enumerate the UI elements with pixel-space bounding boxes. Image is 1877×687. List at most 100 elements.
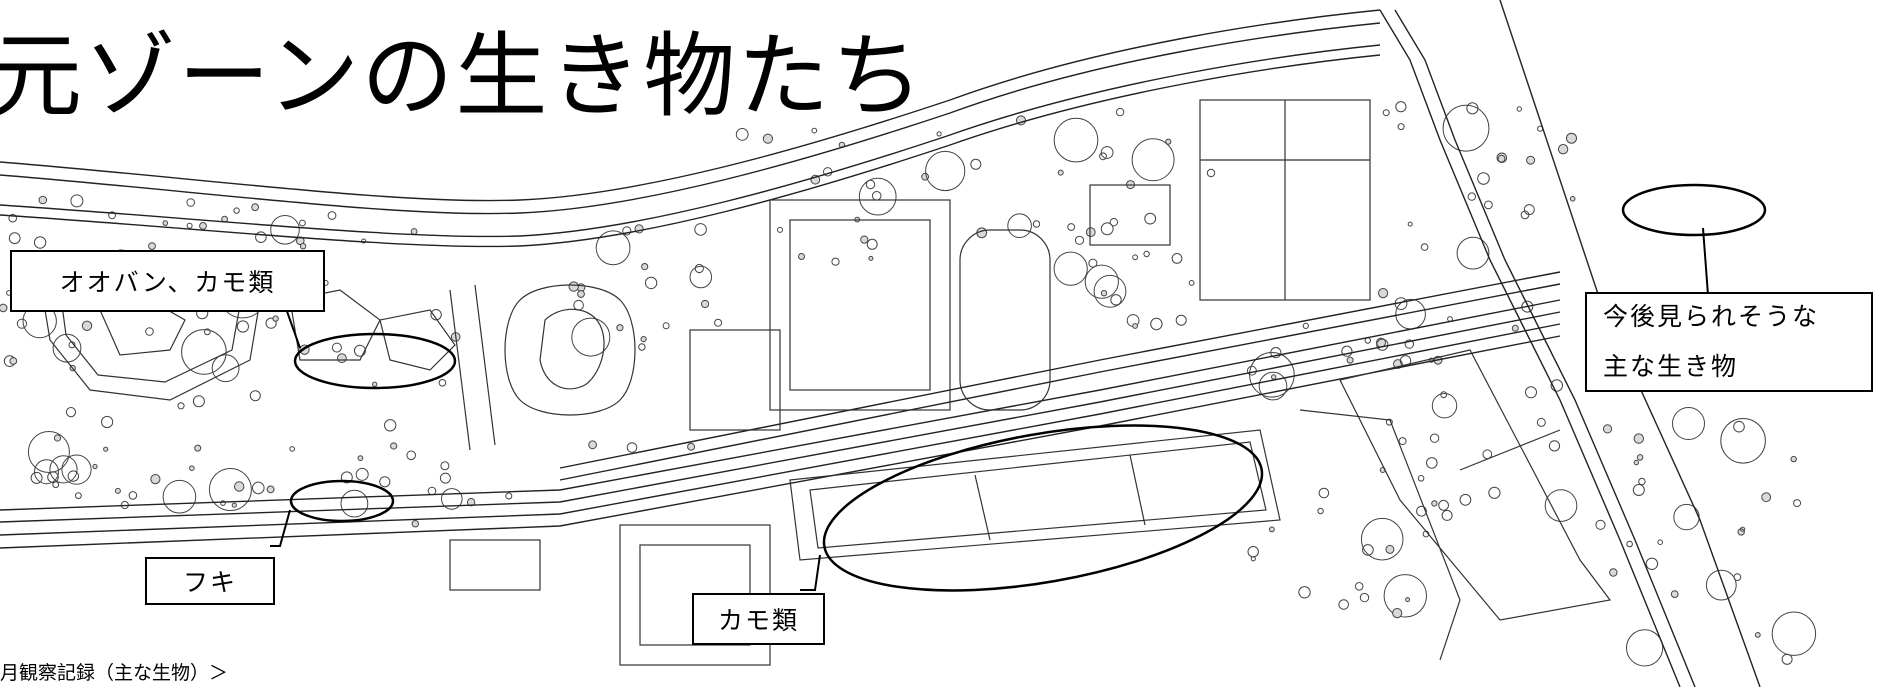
tree-symbol xyxy=(866,238,878,250)
tree-symbol xyxy=(1165,138,1172,145)
tree-symbol xyxy=(355,467,369,481)
tree-symbol xyxy=(1362,544,1374,556)
tree-symbol xyxy=(1270,347,1282,359)
tree-symbol xyxy=(430,309,442,321)
tree-symbol xyxy=(1100,290,1108,297)
tree-symbol xyxy=(411,520,419,528)
tree-symbol xyxy=(1188,280,1195,286)
tree-symbol xyxy=(588,440,597,450)
tree-symbol xyxy=(337,353,347,364)
tree-symbol xyxy=(1638,477,1646,486)
tree-symbol xyxy=(1633,459,1640,466)
tree-symbol xyxy=(53,434,62,442)
tree-symbol xyxy=(1360,517,1404,561)
tree-symbol xyxy=(108,211,116,220)
tree-symbol xyxy=(340,489,369,518)
tree-symbol xyxy=(49,455,78,484)
tree-symbol xyxy=(1385,418,1393,426)
callout-fuki-label: フキ xyxy=(182,568,237,597)
tree-symbol xyxy=(270,215,300,245)
tree-symbol xyxy=(1317,507,1324,515)
tree-symbol xyxy=(860,235,869,244)
tree-symbol xyxy=(1737,528,1745,536)
tree-symbol xyxy=(30,471,43,484)
tree-symbol xyxy=(251,203,260,212)
tree-symbol xyxy=(662,322,670,330)
tree-symbol xyxy=(1426,457,1438,469)
tree-symbol xyxy=(694,263,704,274)
tree-symbol xyxy=(265,317,277,329)
tree-symbol xyxy=(38,195,48,205)
tree-symbol xyxy=(390,442,398,450)
tree-symbol xyxy=(858,177,897,216)
tree-symbol xyxy=(177,402,185,410)
tree-symbol xyxy=(1247,546,1259,558)
tree-symbol xyxy=(1526,155,1536,165)
tree-symbol xyxy=(327,211,337,220)
tree-symbol xyxy=(1143,250,1150,258)
tree-symbol xyxy=(1626,540,1633,548)
tree-symbol xyxy=(1247,365,1257,376)
tree-symbol xyxy=(1144,212,1157,225)
tree-symbol xyxy=(65,407,77,418)
tree-symbol xyxy=(1338,599,1349,610)
tree-symbol xyxy=(1359,592,1370,603)
tree-symbol xyxy=(220,500,226,506)
tree-symbol xyxy=(1341,345,1353,357)
tree-symbol xyxy=(1032,220,1041,228)
tree-symbol xyxy=(1609,568,1618,577)
tree-symbol xyxy=(1733,573,1742,581)
tree-symbol xyxy=(1417,475,1425,482)
tree-symbol xyxy=(8,213,17,223)
tree-symbol xyxy=(331,342,342,353)
tree-symbol xyxy=(1633,433,1645,444)
tree-symbol xyxy=(568,281,579,292)
tree-symbol xyxy=(644,276,658,290)
tree-symbol xyxy=(1271,374,1277,380)
tree-symbol xyxy=(194,444,202,452)
tree-symbol xyxy=(1099,152,1107,161)
tree-symbol xyxy=(357,455,364,462)
tree-symbol xyxy=(1395,101,1407,113)
tree-symbol xyxy=(936,131,942,137)
tree-symbol xyxy=(208,468,252,511)
tree-symbol xyxy=(1484,200,1493,210)
tree-symbol xyxy=(441,488,463,510)
tree-symbol xyxy=(777,226,783,233)
tree-symbol xyxy=(1093,274,1127,308)
tree-symbol xyxy=(114,487,121,494)
tree-symbol xyxy=(1298,586,1311,599)
tree-symbol xyxy=(1645,557,1659,570)
tree-symbol xyxy=(1488,486,1501,499)
tree-symbol xyxy=(103,446,109,452)
tree-symbol xyxy=(1175,314,1187,326)
tree-symbol xyxy=(626,442,638,453)
callout-future-line1: 今後見られそうな xyxy=(1603,302,1820,331)
tree-symbol xyxy=(16,318,27,329)
tree-symbol xyxy=(150,474,161,485)
tree-symbol xyxy=(1250,556,1256,562)
lower-road xyxy=(0,271,1561,549)
tree-symbol xyxy=(1459,493,1472,506)
ellipse-fuki xyxy=(289,479,395,523)
ellipse-oobann xyxy=(293,332,457,390)
tree-symbol xyxy=(70,194,84,208)
callout-future-line2: 主な生き物 xyxy=(1603,352,1739,381)
tree-symbol xyxy=(577,290,585,298)
tree-symbol xyxy=(573,299,584,311)
tree-symbol xyxy=(92,463,98,470)
tree-symbol xyxy=(34,459,59,485)
tree-symbol xyxy=(1442,104,1490,152)
tree-symbol xyxy=(831,257,840,266)
tree-symbol xyxy=(1566,132,1577,144)
tree-symbol xyxy=(798,253,805,260)
tree-symbol xyxy=(1705,569,1737,601)
footer-caption: 月観察記録（主な生物）＞ xyxy=(0,662,229,684)
tree-symbol xyxy=(1354,582,1364,591)
tree-symbol xyxy=(384,419,397,432)
tree-symbol xyxy=(622,226,632,236)
tree-symbol xyxy=(1269,526,1275,533)
tree-symbol xyxy=(1595,519,1606,530)
tree-symbol xyxy=(1376,338,1389,351)
tree-symbol xyxy=(1516,106,1523,112)
